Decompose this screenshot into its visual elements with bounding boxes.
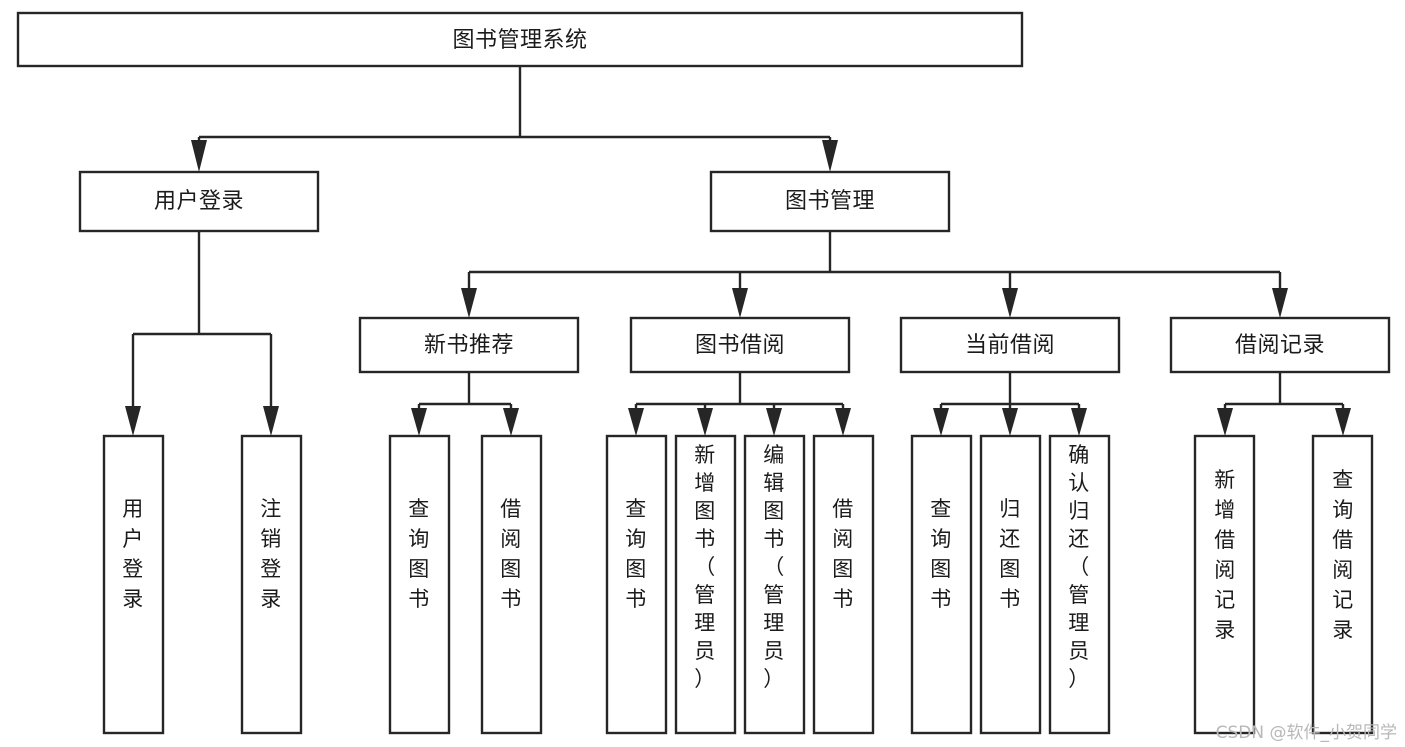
arrow-head-leaf-borrow-book-2 [835,408,851,436]
arrow-head-book-borrow [732,288,748,318]
connectors-book-manage-to-level3 [461,231,1288,318]
node-root-label: 图书管理系统 [452,28,587,53]
node-book-borrow-box[interactable] [629,316,851,374]
node-current-borrow-box[interactable] [899,316,1121,374]
node-root-box[interactable] [16,11,1024,68]
node-leaf-user-login[interactable]: 用户登录 [102,434,165,735]
node-book-manage[interactable]: 图书管理 [709,170,951,233]
node-leaf-add-book-admin-label: 新增图书（管理员） [694,443,716,691]
node-borrow-record-label: 借阅记录 [1235,333,1325,358]
node-leaf-return-book-box[interactable] [979,434,1042,735]
node-leaf-query-borrow-record-box[interactable] [1311,434,1374,735]
node-new-book-rec[interactable]: 新书推荐 [358,316,580,374]
node-leaf-query-book-1[interactable]: 查询图书 [388,434,451,735]
node-leaf-query-book-3[interactable]: 查询图书 [910,434,973,735]
node-leaf-query-book-3-box[interactable] [910,434,973,735]
node-leaf-confirm-return-admin[interactable]: 确认归还（管理员） [1048,434,1111,735]
arrow-head-new-book-rec [461,288,477,318]
node-leaf-user-login-box[interactable] [102,434,165,735]
node-new-book-rec-label: 新书推荐 [424,333,514,358]
arrow-head-user-login [191,140,207,172]
node-leaf-confirm-return-admin-label: 确认归还（管理员） [1068,443,1090,691]
node-leaf-edit-book-admin-box[interactable] [743,434,806,735]
node-borrow-record-box[interactable] [1169,316,1391,374]
arrow-head-leaf-return-book [1002,408,1018,436]
node-leaf-query-book-2-box[interactable] [605,434,668,735]
node-leaf-confirm-return-admin-box[interactable] [1048,434,1111,735]
node-current-borrow[interactable]: 当前借阅 [899,316,1121,374]
arrow-head-leaf-add-borrow-record [1217,408,1233,436]
arrow-head-book-manage [822,140,838,172]
arrow-head-borrow-record [1272,288,1288,318]
arrow-head-leaf-query-book-1 [411,408,427,436]
node-user-login[interactable]: 用户登录 [78,170,320,233]
node-leaf-add-borrow-record-box[interactable] [1193,434,1256,735]
node-leaf-query-book-2-label: 查询图书 [625,497,647,611]
node-leaf-query-book-1-box[interactable] [388,434,451,735]
arrow-head-current-borrow [1002,288,1018,318]
node-new-book-rec-box[interactable] [358,316,580,374]
node-current-borrow-label: 当前借阅 [965,333,1055,358]
node-leaf-borrow-book-1[interactable]: 借阅图书 [480,434,543,735]
arrow-head-leaf-borrow-book-1 [503,408,519,436]
node-leaf-query-book-2[interactable]: 查询图书 [605,434,668,735]
node-leaf-add-borrow-record[interactable]: 新增借阅记录 [1193,434,1256,735]
node-book-borrow[interactable]: 图书借阅 [629,316,851,374]
node-leaf-edit-book-admin[interactable]: 编辑图书（管理员） [743,434,806,735]
node-leaf-query-borrow-record-label: 查询借阅记录 [1332,468,1354,642]
connectors-current-borrow-to-leaves [933,372,1087,436]
node-leaf-logout-login[interactable]: 注销登录 [240,434,303,735]
node-root[interactable]: 图书管理系统 [16,11,1024,68]
arrow-head-leaf-logout-login [263,406,279,436]
node-user-login-box[interactable] [78,170,320,233]
node-leaf-return-book[interactable]: 归还图书 [979,434,1042,735]
arrow-head-leaf-user-login [125,406,141,436]
connectors-user-login-to-leaves [125,231,279,436]
node-leaf-add-book-admin-box[interactable] [674,434,737,735]
connectors-book-borrow-to-leaves [628,372,851,436]
node-borrow-record[interactable]: 借阅记录 [1169,316,1391,374]
node-leaf-add-borrow-record-label: 新增借阅记录 [1214,468,1236,642]
node-leaf-borrow-book-2-label: 借阅图书 [832,497,854,611]
connectors-borrow-record-to-leaves [1217,372,1351,436]
node-book-manage-box[interactable] [709,170,951,233]
arrow-head-leaf-query-borrow-record [1335,408,1351,436]
connectors-root-to-level2 [191,66,838,172]
arrow-head-leaf-confirm-return-admin [1071,408,1087,436]
node-leaf-borrow-book-1-box[interactable] [480,434,543,735]
node-leaf-query-borrow-record[interactable]: 查询借阅记录 [1311,434,1374,735]
node-leaf-add-book-admin[interactable]: 新增图书（管理员） [674,434,737,735]
node-book-manage-label: 图书管理 [785,189,875,214]
node-leaf-query-book-3-label: 查询图书 [930,497,952,611]
node-leaf-logout-login-label: 注销登录 [260,497,282,611]
arrow-head-leaf-add-book-admin [697,408,713,436]
arrow-head-leaf-query-book-3 [933,408,949,436]
node-leaf-query-book-1-label: 查询图书 [408,497,430,611]
connectors-new-book-rec-to-leaves [411,372,519,436]
node-leaf-user-login-label: 用户登录 [122,497,144,611]
node-user-login-label: 用户登录 [154,189,244,214]
node-book-borrow-label: 图书借阅 [695,333,785,358]
node-leaf-borrow-book-1-label: 借阅图书 [500,497,522,611]
node-leaf-logout-login-box[interactable] [240,434,303,735]
arrow-head-leaf-query-book-2 [628,408,644,436]
node-leaf-borrow-book-2-box[interactable] [812,434,875,735]
node-leaf-borrow-book-2[interactable]: 借阅图书 [812,434,875,735]
node-leaf-return-book-label: 归还图书 [999,497,1021,611]
arrow-head-leaf-edit-book-admin [766,408,782,436]
node-leaf-edit-book-admin-label: 编辑图书（管理员） [763,443,785,691]
